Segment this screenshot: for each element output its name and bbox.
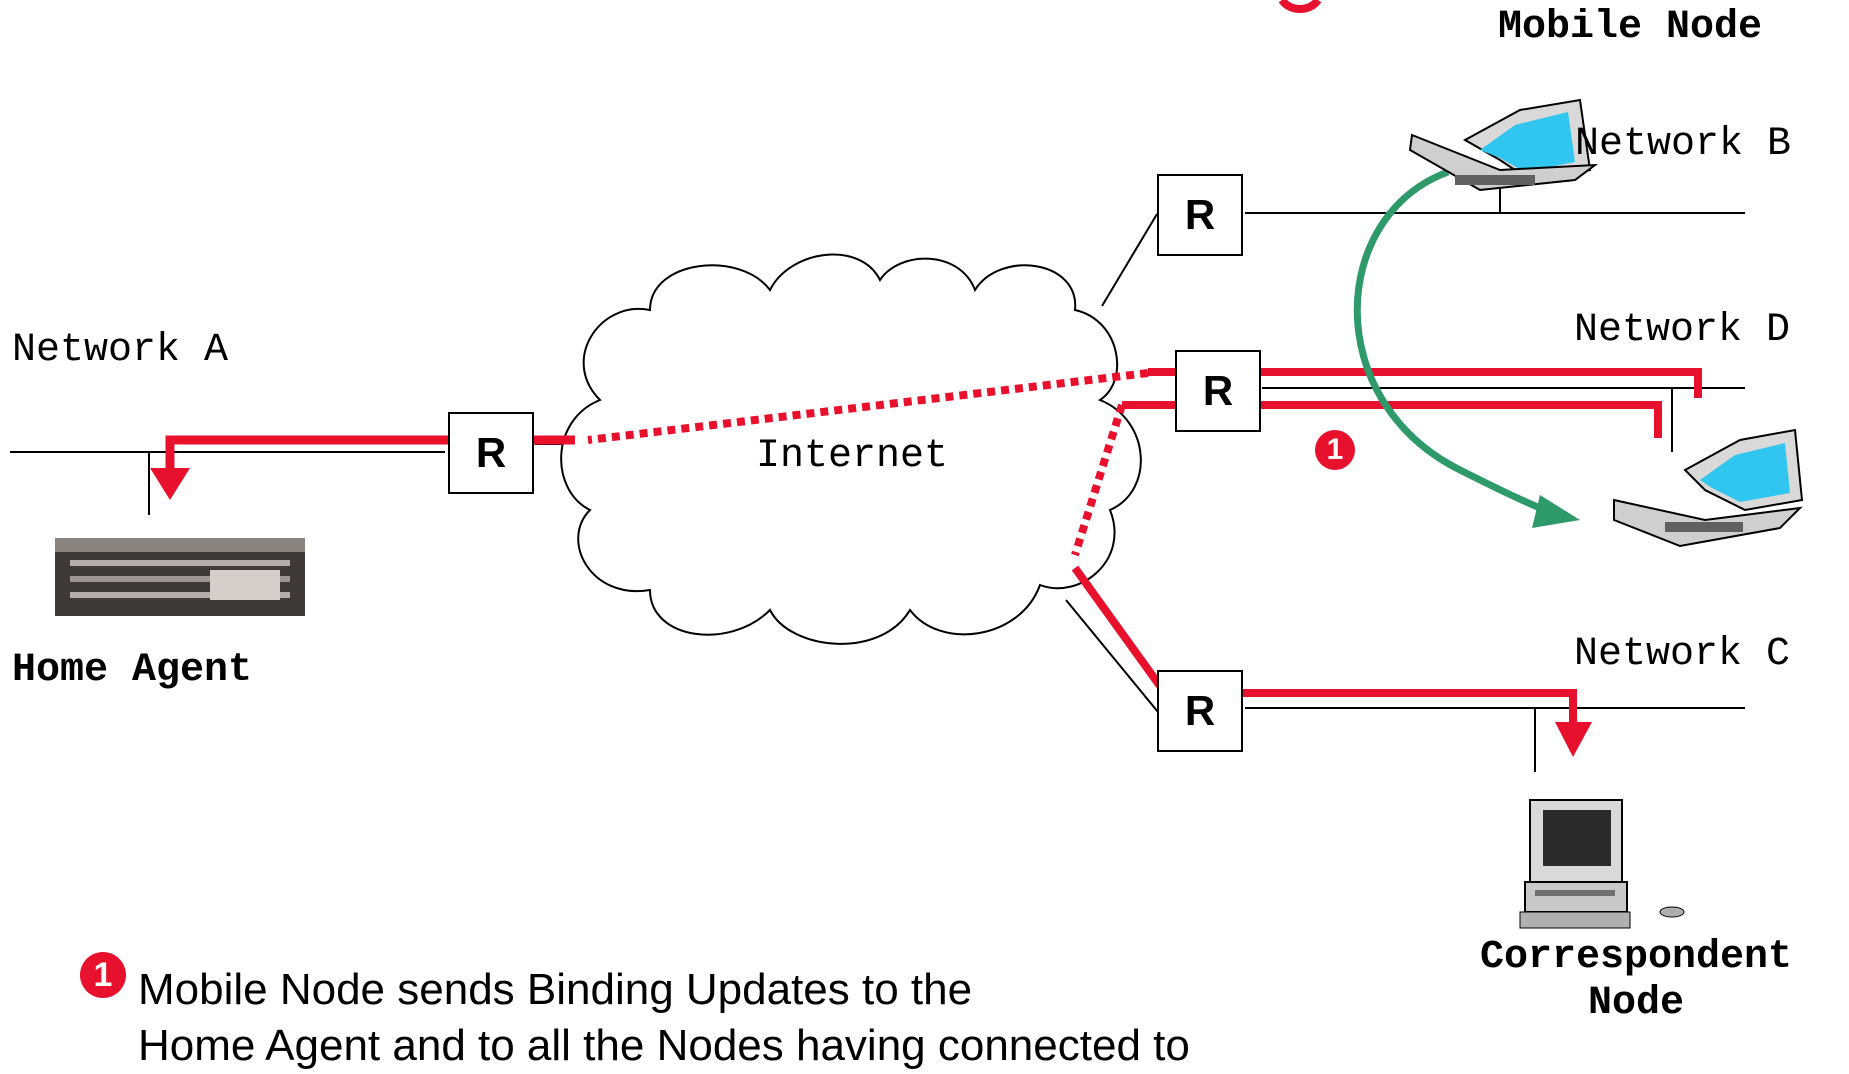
correspondent-label-line2: Node bbox=[1587, 981, 1684, 1026]
binding-path-c bbox=[1071, 565, 1577, 724]
arrow-correspondent bbox=[1555, 722, 1592, 757]
link-b bbox=[1101, 213, 1158, 307]
network-a-label: Network A bbox=[12, 328, 229, 373]
network-d-label: Network D bbox=[1574, 308, 1791, 353]
binding-path-internet bbox=[587, 369, 1149, 444]
correspondent-label-line1: Correspondent bbox=[1479, 935, 1793, 980]
mobile-node-label: Mobile Node bbox=[1498, 5, 1763, 50]
move-arrow-head bbox=[1532, 495, 1580, 528]
router-d: R bbox=[1175, 350, 1261, 432]
laptop-icon bbox=[1613, 428, 1804, 548]
link-c bbox=[1065, 599, 1159, 713]
desktop-computer-icon bbox=[1519, 799, 1685, 929]
router-c-label: R bbox=[1184, 687, 1216, 734]
caption-line-1: Mobile Node sends Binding Updates to the bbox=[138, 965, 973, 1014]
router-a-label: R bbox=[475, 429, 507, 476]
router-b: R bbox=[1157, 174, 1243, 256]
internet-cloud bbox=[560, 253, 1142, 645]
binding-path-d-lower bbox=[1122, 401, 1662, 438]
mobility-diagram bbox=[10, 0, 1804, 929]
step-marker-diagram: 1 bbox=[1315, 430, 1355, 470]
binding-path-internet-c bbox=[1071, 403, 1126, 557]
router-b-label: R bbox=[1184, 191, 1216, 238]
network-c-label: Network C bbox=[1574, 632, 1791, 677]
internet-label: Internet bbox=[756, 434, 949, 479]
server-rack-icon bbox=[55, 538, 305, 616]
mobile-move-arrow bbox=[1353, 168, 1547, 514]
correspondent-node-label: Correspondent Node bbox=[1446, 935, 1826, 1027]
router-a: R bbox=[448, 412, 534, 494]
step-marker-caption: 1 bbox=[80, 952, 126, 998]
network-b-label: Network B bbox=[1575, 122, 1792, 167]
laptop-icon bbox=[1408, 98, 1599, 192]
partial-red-mark bbox=[1278, 0, 1322, 13]
arrow-home-agent bbox=[150, 468, 190, 500]
binding-path-home bbox=[165, 435, 575, 475]
binding-path-d-upper bbox=[1148, 368, 1702, 398]
home-agent-label: Home Agent bbox=[12, 648, 253, 693]
router-c: R bbox=[1157, 670, 1243, 752]
caption-line-2: Home Agent and to all the Nodes having c… bbox=[138, 1021, 1190, 1070]
caption-text: Mobile Node sends Binding Updates to the… bbox=[138, 962, 1328, 1074]
router-d-label: R bbox=[1202, 367, 1234, 414]
